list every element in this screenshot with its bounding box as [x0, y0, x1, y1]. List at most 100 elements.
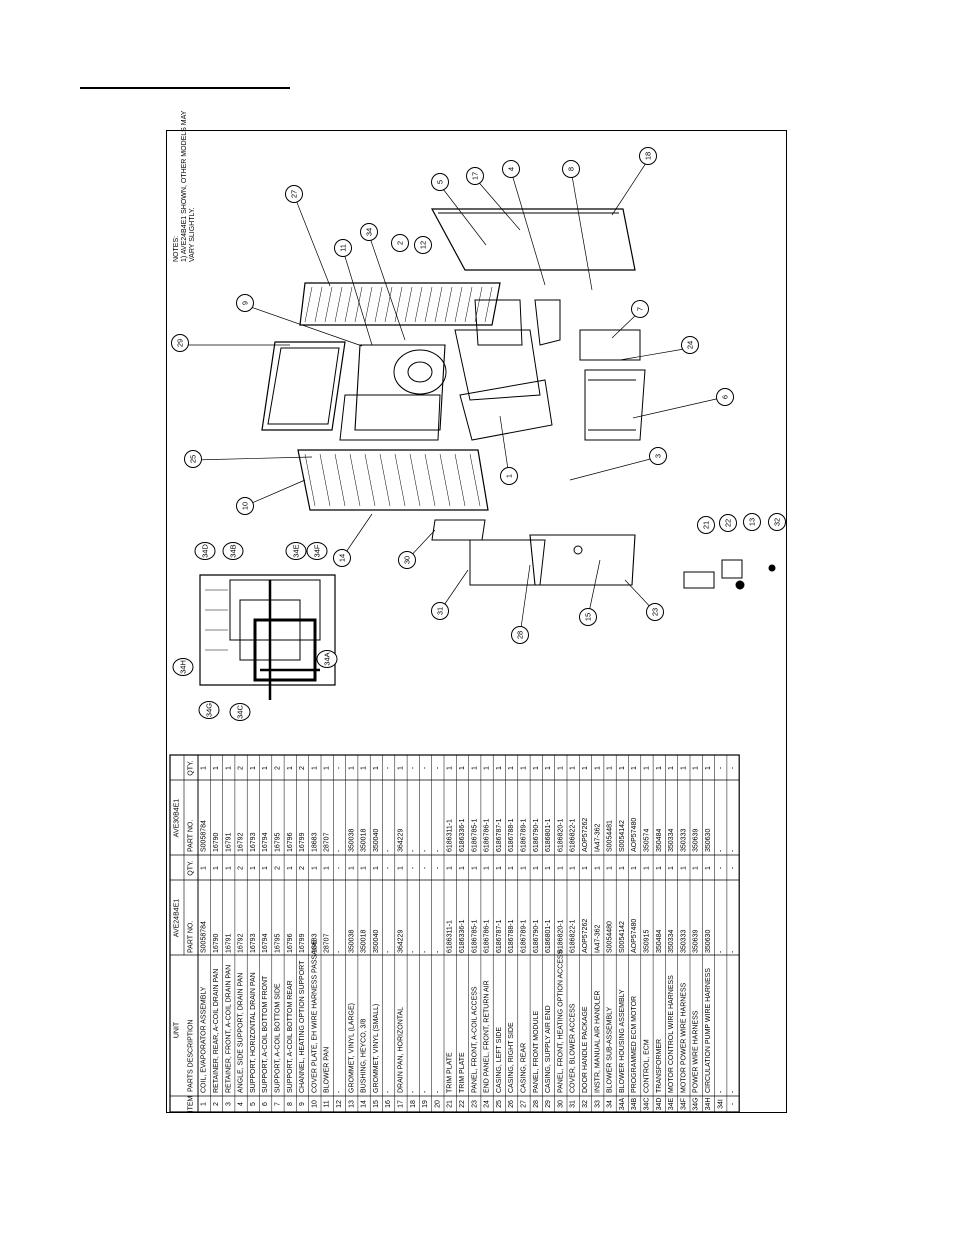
row-qty-2: 1: [594, 766, 601, 770]
row-part-2: 16793: [250, 832, 257, 852]
row-part-1: 350038: [348, 930, 355, 953]
row-part-2: 16790: [213, 832, 220, 852]
row-description: BLOWER HOUSING ASSEMBLY: [619, 989, 626, 1093]
row-part-2: 350040: [373, 829, 380, 852]
row-qty-1: 1: [201, 866, 208, 870]
row-description: SUPPORT, A-COIL BOTTOM SIDE: [274, 983, 281, 1093]
row-item: 34E: [668, 1097, 675, 1110]
row-description: RETAINER, REAR, A-COIL DRAIN PAN: [213, 969, 220, 1093]
row-qty-2: -: [730, 766, 737, 769]
row-item: 34: [607, 1100, 614, 1108]
row-part-2: 6186786-1: [484, 818, 491, 852]
row-item: 34H: [705, 1098, 712, 1111]
row-description: TRANSFORMER: [656, 1039, 663, 1093]
row-qty-1: -: [410, 866, 417, 869]
row-item: 13: [348, 1100, 355, 1108]
row-description: SUPPORT, HORIZONTAL DRAIN PAN: [250, 972, 257, 1093]
header-description: PARTS DESCRIPTION: [188, 1020, 195, 1092]
callout-label: 10: [241, 502, 250, 510]
row-item: 19: [422, 1100, 429, 1108]
callout-bubble: [398, 551, 416, 569]
row-part-1: 350018: [361, 930, 368, 953]
callout-bubble: [768, 513, 786, 531]
row-item: 15: [373, 1100, 380, 1108]
row-item: 34C: [643, 1098, 650, 1111]
callout-label: 34C: [236, 705, 245, 719]
row-part-1: -: [717, 950, 724, 953]
row-part-2: -: [336, 849, 343, 852]
row-part-1: 6186336-1: [459, 919, 466, 953]
row-part-2: 6186789-1: [520, 818, 527, 852]
callout-bubble: [646, 603, 664, 621]
row-part-1: 16799: [299, 933, 306, 953]
row-qty-2: -: [434, 766, 441, 769]
row-description: CASING, RIGHT SIDE: [508, 1022, 515, 1093]
callout-22: 22: [719, 514, 737, 532]
row-qty-1: 1: [545, 866, 552, 870]
row-description: MOTOR POWER WIRE HARNESS: [680, 982, 687, 1093]
row-qty-1: 1: [397, 866, 404, 870]
callout-5: 5: [431, 173, 449, 191]
row-part-2: 6186820-1: [557, 818, 564, 852]
row-description: ANGLE, SIDE SUPPORT, DRAIN PAN: [238, 973, 245, 1093]
header-model-1: AVE24B4E1: [174, 899, 181, 938]
row-qty-2: 1: [705, 766, 712, 770]
row-description: INSTR, MANUAL AIR HANDLER: [594, 991, 601, 1093]
row-item: 23: [471, 1100, 478, 1108]
row-item: 29: [545, 1100, 552, 1108]
row-qty-1: -: [730, 866, 737, 869]
callout-bubble: [236, 497, 254, 515]
row-part-2: -: [385, 849, 392, 852]
callout-17: 17: [466, 167, 484, 185]
callout-34C: 34C: [229, 703, 251, 721]
row-part-1: 18683: [311, 933, 318, 953]
row-part-1: S0054142: [619, 921, 626, 953]
row-part-1: 16791: [225, 933, 232, 953]
row-qty-1: 1: [643, 866, 650, 870]
row-qty-2: 1: [619, 766, 626, 770]
header-item: ITEM: [188, 1095, 195, 1112]
callout-label: 34H: [179, 660, 188, 674]
row-qty-2: -: [410, 766, 417, 769]
row-item: 25: [496, 1100, 503, 1108]
notes-heading: NOTES:: [173, 236, 180, 262]
row-description: CONTROL, ECM: [643, 1039, 650, 1093]
row-item: 32: [582, 1100, 589, 1108]
row-description: DOOR HANDLE PACKAGE: [582, 1006, 589, 1093]
row-qty-1: -: [717, 866, 724, 869]
row-description: -: [434, 1090, 441, 1093]
callout-bubble: [502, 160, 520, 178]
row-qty-2: 1: [520, 766, 527, 770]
row-qty-1: 1: [693, 866, 700, 870]
row-part-1: 6186787-1: [496, 919, 503, 953]
callout-label: 21: [702, 521, 711, 529]
row-part-2: 6186785-1: [471, 818, 478, 852]
callout-label: 3: [654, 454, 663, 458]
row-part-1: 16796: [287, 933, 294, 953]
callout-bubble: [681, 336, 699, 354]
callout-label: 7: [636, 307, 645, 311]
row-part-1: 16793: [250, 933, 257, 953]
row-part-1: 6186822-1: [570, 919, 577, 953]
row-item: 34F: [680, 1098, 687, 1110]
row-item: 17: [397, 1100, 404, 1108]
callout-bubble: [194, 542, 216, 560]
row-qty-2: 1: [459, 766, 466, 770]
row-item: 6: [262, 1102, 269, 1106]
row-description: GROMMET, VINYL (SMALL): [373, 1004, 380, 1093]
row-qty-1: 1: [250, 866, 257, 870]
callout-label: 34A: [323, 652, 332, 665]
header-rule: [80, 87, 290, 89]
row-description: COVER PLATE, EH WIRE HARNESS PASSAGE: [311, 940, 318, 1093]
row-qty-2: 1: [447, 766, 454, 770]
row-qty-2: 1: [213, 766, 220, 770]
callout-8: 8: [562, 160, 580, 178]
callout-29: 29: [171, 334, 189, 352]
callout-label: 29: [176, 339, 185, 347]
row-qty-2: 1: [643, 766, 650, 770]
callout-bubble: [285, 185, 303, 203]
row-qty-1: 1: [213, 866, 220, 870]
row-part-2: 6186822-1: [570, 818, 577, 852]
